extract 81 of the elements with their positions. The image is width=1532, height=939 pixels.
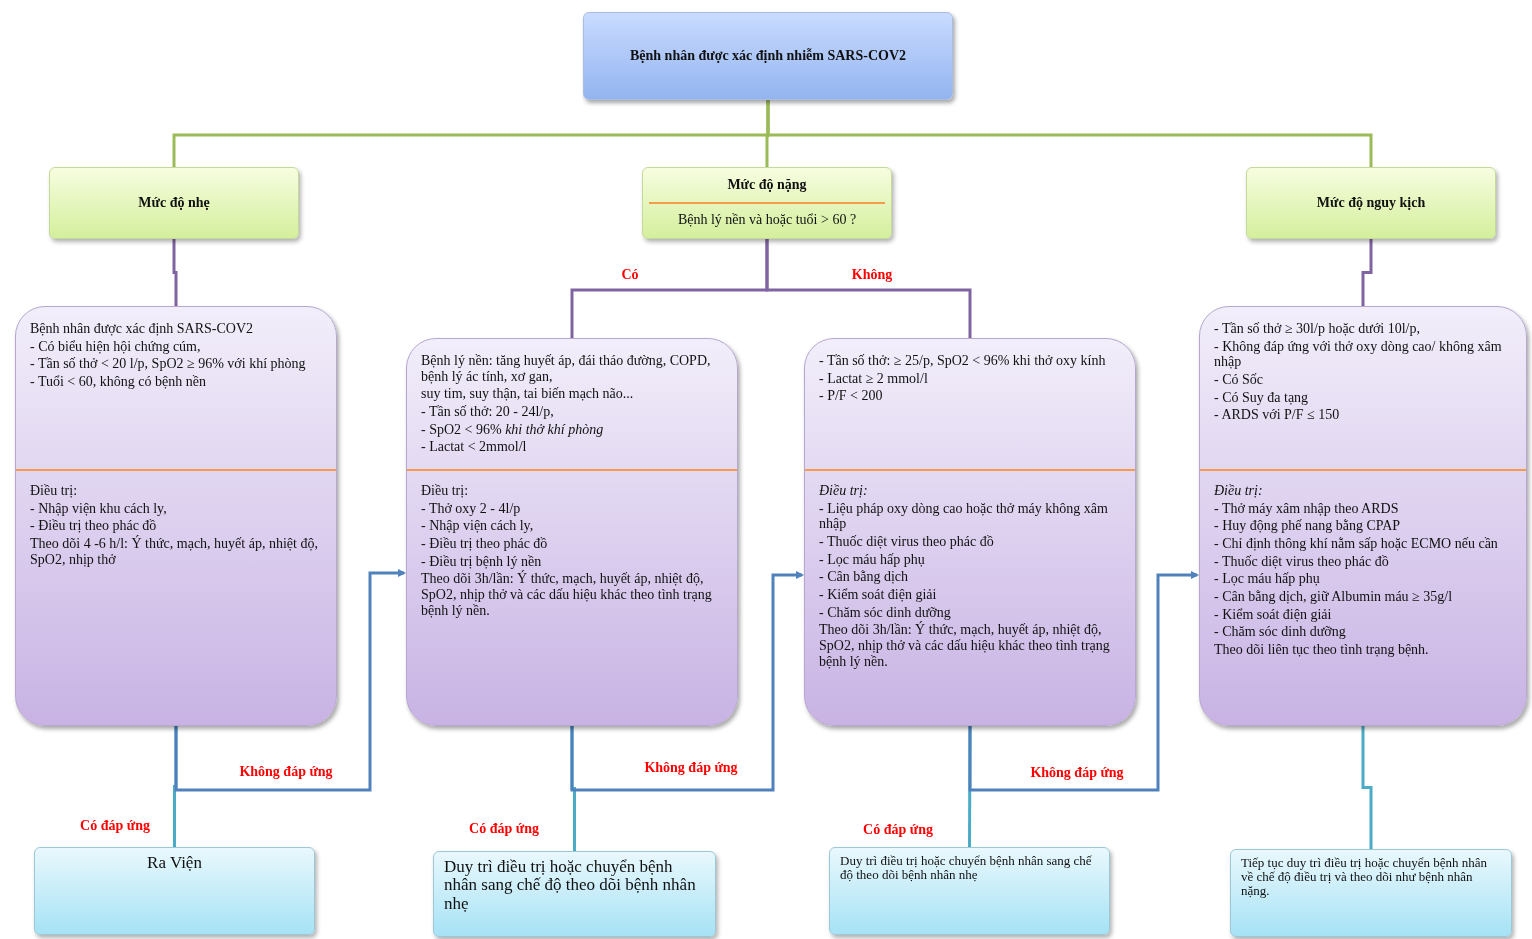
decision-question: Bệnh lý nền và hoặc tuổi > 60 ? (677, 212, 857, 228)
treatment-text: - Chăm sóc dinh dưỡng (819, 604, 952, 621)
connector-line (172, 239, 178, 306)
edge-label: Có đáp ứng (861, 822, 935, 838)
outcome-text: Ra Viện (146, 854, 203, 873)
outcome-text: Tiếp tục duy trì điều trị hoặc chuyển bệnh nhân về chế độ điều trị và theo dõi như bệnh nhân nặng. (1241, 856, 1489, 899)
criteria-text: - ARDS với P/F ≤ 150 (1214, 407, 1341, 424)
outcome-box (34, 847, 315, 935)
treatment-text: - Thuốc diệt virus theo phác đồ (1214, 553, 1390, 570)
treatment-text: - Lọc máu hấp phụ (819, 551, 926, 568)
criteria-text: - SpO2 < 96% khi thở khí phòng (421, 421, 605, 438)
connector-line (968, 726, 972, 847)
treatment-text: Điều trị: (1214, 483, 1264, 499)
criteria-text: - Tần số thở: ≥ 25/p, SpO2 < 96% khi thở oxy kính (819, 353, 1107, 369)
decision-box (642, 167, 892, 239)
treatment-text: - Kiểm soát điện giải (819, 587, 938, 603)
connector-line (1361, 726, 1373, 849)
level-box (49, 167, 299, 239)
box-title: Mức độ nhẹ (138, 195, 210, 211)
box-title: Mức độ nặng (727, 177, 807, 193)
criteria-text: - Tần số thở: 20 - 24l/p, (421, 404, 555, 420)
treatment-text: - Điều trị bệnh lý nền (421, 553, 543, 570)
outcome-box (829, 847, 1110, 935)
criteria-text: - Tần số thở ≥ 30l/p hoặc dưới 10l/p, (1214, 321, 1421, 337)
treatment-text: - Nhập viện cách ly, (421, 518, 535, 534)
treatment-text: - Điều trị theo phác đồ (30, 518, 158, 534)
outcome-text: Duy trì điều trị hoặc chuyển bệnh nhân sang chế độ theo dõi bệnh nhân nhẹ (840, 854, 1093, 883)
treatment-text: Theo dõi 3h/lần: Ý thức, mạch, huyết áp, nhiệt độ, SpO2, nhịp thở và các dấu hiệu khác theo tình trạng bệnh lý nền. (421, 571, 713, 619)
criteria-text: - Có biểu hiện hội chứng cúm, (30, 338, 202, 355)
criteria-text: - Có Sốc (1214, 372, 1264, 388)
criteria-text: - Lactat < 2mmol/l (421, 439, 528, 456)
treatment-text: - Chỉ định thông khí nằm sấp hoặc ECMO nếu cần (1214, 536, 1499, 552)
treatment-text: - Chăm sóc dinh dưỡng (1214, 624, 1347, 641)
patient-card (406, 338, 738, 726)
start-box (583, 12, 953, 100)
treatment-text: Theo dõi 3h/lần: Ý thức, mạch, huyết áp, nhiệt độ, SpO2, nhịp thở và các dấu hiệu khác theo tình trạng bệnh lý nền. (819, 622, 1111, 670)
treatment-text: - Cân bằng dịch (819, 569, 910, 586)
treatment-text: Điều trị: (421, 483, 470, 499)
patient-card (15, 306, 337, 726)
edge-label: Không đáp ứng (237, 764, 335, 780)
criteria-text: suy tim, suy thận, tai biến mạch não... (421, 386, 635, 402)
criteria-text: - Tần số thở < 20 l/p, SpO2 ≥ 96% với khí phòng (30, 356, 307, 372)
treatment-text: Điều trị: (30, 483, 79, 499)
treatment-text: - Điều trị theo phác đồ (421, 536, 549, 552)
treatment-text: - Thuốc diệt virus theo phác đồ (819, 534, 995, 550)
criteria-text: - Không đáp ứng với thở oxy dòng cao/ không xâm nhập (1214, 338, 1503, 370)
patient-card (804, 338, 1136, 726)
treatment-text: - Nhập viện khu cách ly, (30, 500, 168, 517)
connector-line (1361, 239, 1373, 306)
connector-line (765, 239, 972, 338)
treatment-text: - Huy động phế nang bằng CPAP (1214, 518, 1402, 534)
edge-label: Có đáp ứng (467, 821, 541, 837)
treatment-text: - Cân bằng dịch, giữ Albumin máu ≥ 35g/l (1214, 589, 1454, 605)
treatment-text: - Thở máy xâm nhập theo ARDS (1214, 500, 1400, 517)
treatment-text: Điều trị: (819, 483, 869, 499)
edge-label: Không (849, 267, 895, 283)
connector-line (766, 100, 1373, 167)
box-title: Bệnh nhân được xác định nhiễm SARS-COV2 (630, 48, 906, 64)
box-title: Mức độ nguy kịch (1316, 195, 1426, 211)
criteria-text: - P/F < 200 (819, 388, 884, 404)
edge-label: Không đáp ứng (642, 760, 740, 776)
treatment-text: Theo dõi 4 -6 h/l: Ý thức, mạch, huyết áp, nhiệt độ, SpO2, nhịp thở (30, 536, 319, 568)
treatment-text: - Liệu pháp oxy dòng cao hoặc thở máy không xâm nhập (819, 500, 1109, 532)
edge-label: Có đáp ứng (78, 818, 152, 834)
criteria-text: Bệnh nhân được xác định SARS-COV2 (30, 321, 255, 337)
patient-card (1199, 306, 1527, 726)
treatment-text: - Kiểm soát điện giải (1214, 606, 1333, 623)
outcome-box (433, 851, 716, 937)
criteria-text: - Lactat ≥ 2 mmol/l (819, 370, 929, 387)
arrow (174, 569, 406, 792)
arrow (570, 571, 804, 792)
outcome-text: Duy trì điều trị hoặc chuyển bệnh nhân sang chế độ theo dõi bệnh nhân nhẹ (444, 858, 697, 914)
arrow (968, 571, 1199, 792)
treatment-text: - Thở oxy 2 - 4l/p (421, 500, 522, 517)
criteria-text: - Tuổi < 60, không có bệnh nền (30, 374, 207, 390)
treatment-text: Theo dõi liên tục theo tình trạng bệnh. (1214, 642, 1430, 658)
treatment-text: - Lọc máu hấp phụ (1214, 571, 1321, 588)
level-box (1246, 167, 1496, 239)
criteria-text: - Có Suy đa tạng (1214, 389, 1310, 406)
outcome-box (1230, 849, 1512, 937)
edge-label: Không đáp ứng (1028, 765, 1126, 781)
